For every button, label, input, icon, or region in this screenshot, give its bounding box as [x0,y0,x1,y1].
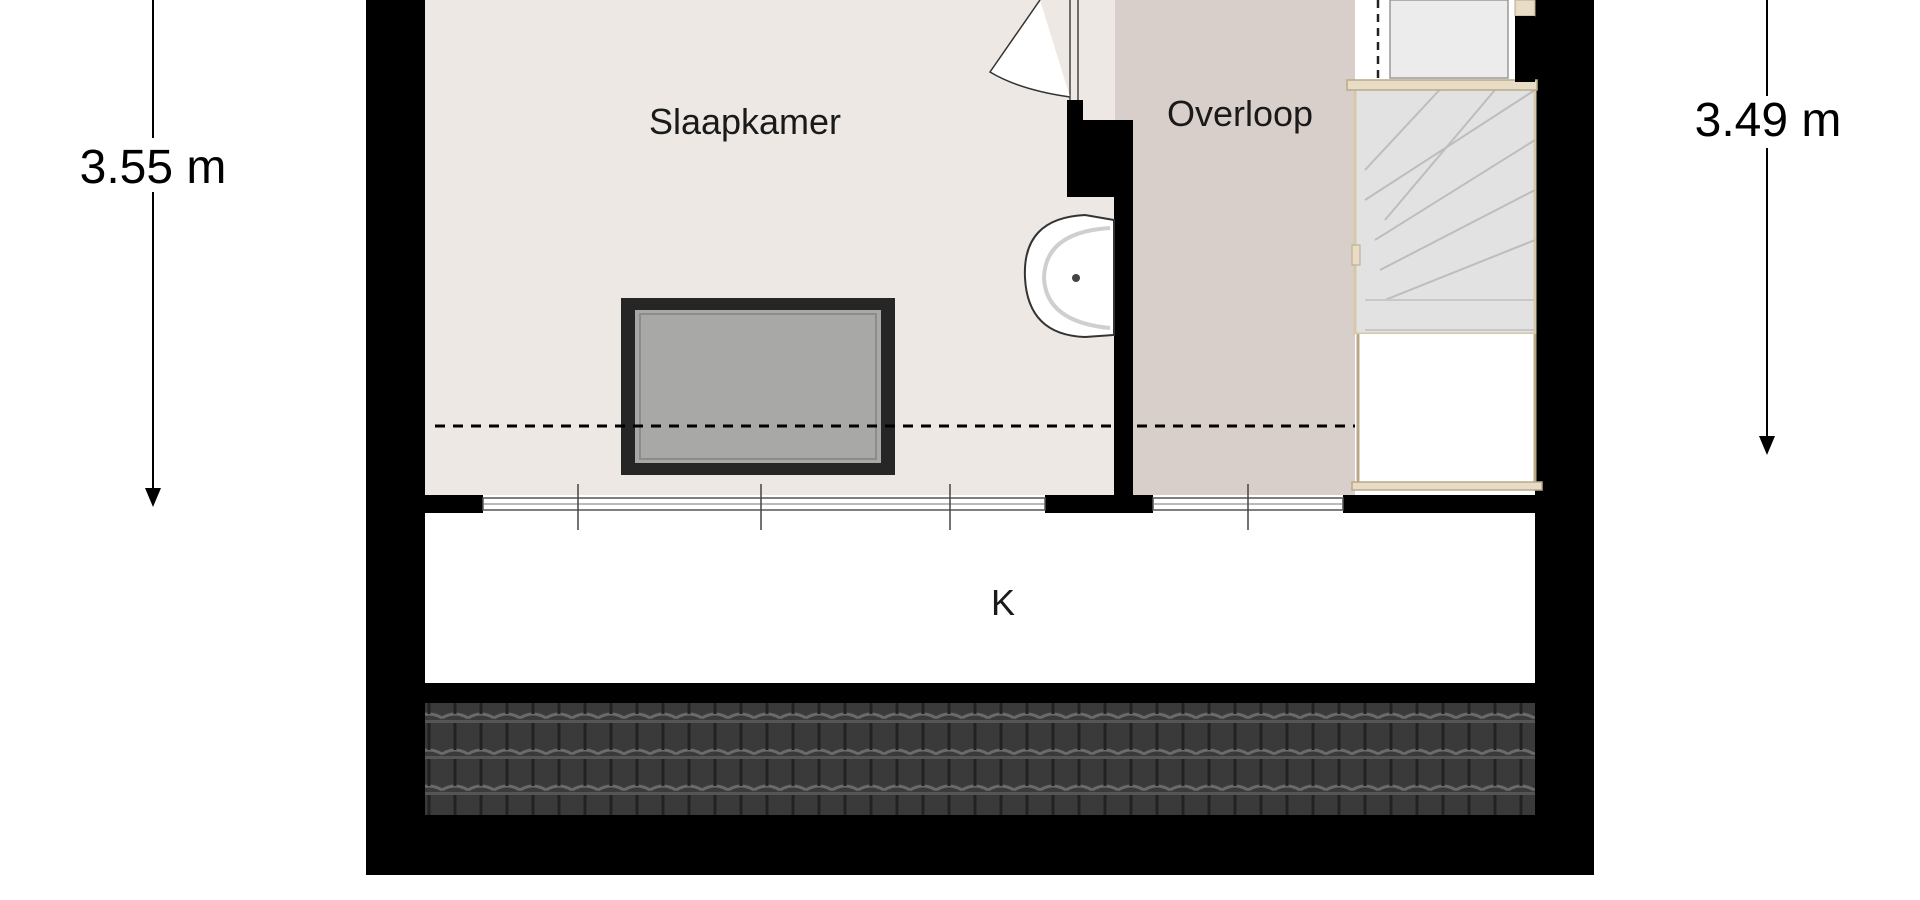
outer-wall-right [1535,0,1594,875]
bedroom-door [988,0,1079,100]
landing-floor [1115,0,1370,495]
outer-wall-left [366,0,425,875]
right-height-dimension [1759,0,1775,455]
right-height-label: 3.49 m [1695,94,1842,147]
wall-segment-right [1343,495,1535,513]
wash-basin [1023,213,1115,339]
storage-floor [425,513,1535,683]
landing-label: Overloop [1167,93,1313,134]
door-frame-post [1067,100,1083,120]
staircase [1346,0,1543,491]
partition-pillar [1067,120,1133,197]
partition-wall [1114,195,1133,500]
bedroom-label: Slaapkamer [649,101,841,142]
window-strip-right [1152,484,1344,530]
wall-segment-mid [1045,495,1153,513]
roof-tiles [425,703,1535,815]
outer-wall-bottom [366,815,1594,875]
left-height-dimension [145,0,161,507]
window-strip-left [482,484,1046,530]
storage-label: K [991,582,1015,623]
wall-segment-left [425,495,483,513]
knee-wall [425,683,1535,703]
left-height-label: 3.55 m [80,141,227,194]
roof-window [621,298,895,475]
